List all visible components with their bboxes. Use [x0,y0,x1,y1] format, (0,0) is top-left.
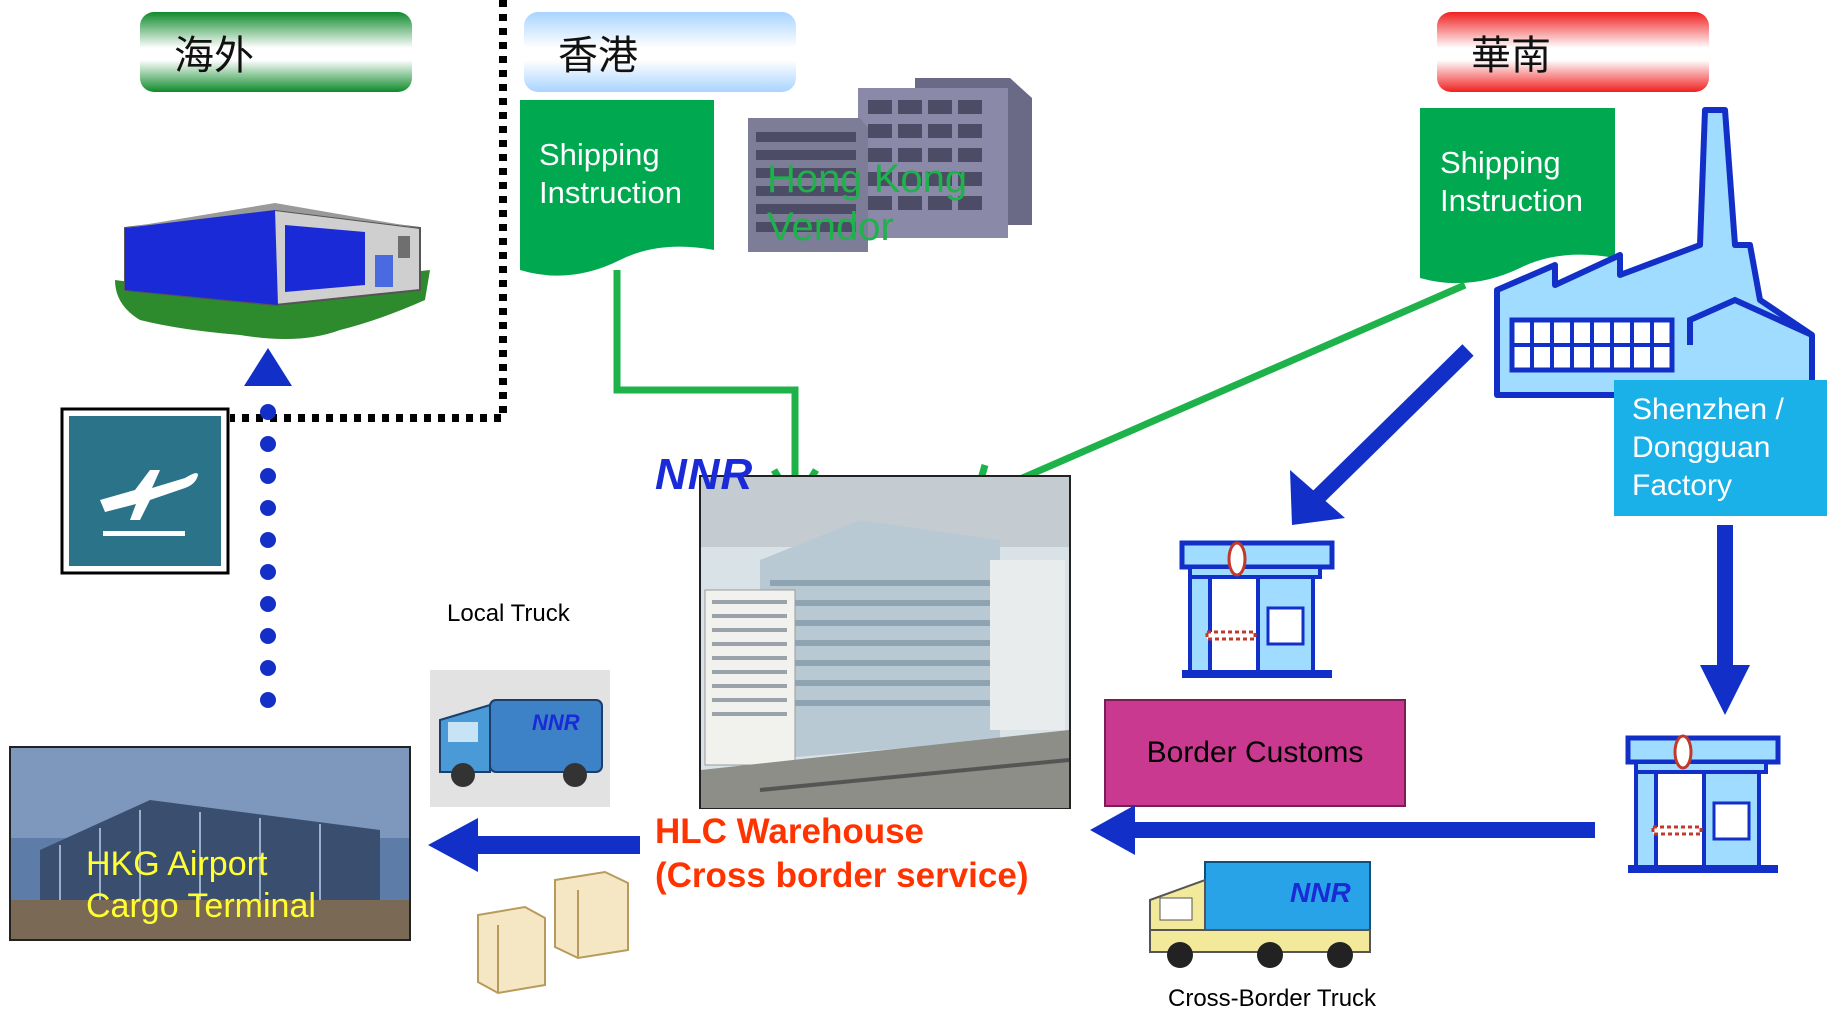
region-hong-kong: 香港 [524,12,796,92]
airport-cargo-terminal-photo [9,746,411,941]
factory-label: Shenzhen / Dongguan Factory [1632,393,1784,502]
green-arrow-hk [613,270,799,480]
hlc-warehouse-photo [699,475,1071,809]
border-customs-box [1104,699,1406,807]
region-overseas: 海外 [140,12,412,92]
sc-shipping-instruction-label: Shipping Instruction [1440,145,1584,218]
hlc-warehouse-label: HLC Warehouse (Cross border service) [655,812,1029,895]
blue-arrow-to-warehouse [1125,822,1595,838]
blue-arrow-factory-to-checkpoint [1309,344,1474,506]
region-overseas-label: 海外 [174,33,254,79]
cross-border-truck-label: Cross-Border Truck [1168,985,1377,1012]
region-south-china-label: 華南 [1471,33,1551,79]
departure-plane-icon [60,407,230,575]
nnr-cross-border-truck-logo: NNR [1290,877,1351,908]
factory-label-box [1614,380,1827,516]
air-route-dotted-line [244,348,292,708]
local-truck-label: Local Truck [447,600,570,627]
green-arrow-sc [993,281,1467,494]
pallet-boxes-icon [477,870,629,995]
border-customs-label: Border Customs [1146,736,1364,769]
blue-arrow-to-airport [470,836,640,854]
factory-icon [1494,107,1815,398]
nnr-logo: NNR [655,450,754,499]
border-checkpoint-icon [1625,734,1781,873]
hk-shipping-instruction-label: Shipping Instruction [539,137,683,210]
airport-label: HKG Airport Cargo Terminal [86,845,316,925]
delivery-truck-icon [430,670,610,807]
overseas-warehouse-icon [115,203,430,339]
delivery-truck-icon [1149,861,1371,968]
region-hong-kong-label: 香港 [558,33,638,79]
blue-arrow-factory-down [1717,525,1733,675]
sc-shipping-instruction-doc [1420,108,1615,284]
nnr-truck-logo: NNR [532,710,580,735]
office-building-icon [748,78,1032,252]
hk-vendor-label: Hong Kong Vendor [767,157,968,249]
region-south-china: 華南 [1437,12,1709,92]
border-checkpoint-icon [1179,540,1335,678]
air-route-arrowhead [244,348,292,386]
hk-shipping-instruction-doc [520,100,714,276]
